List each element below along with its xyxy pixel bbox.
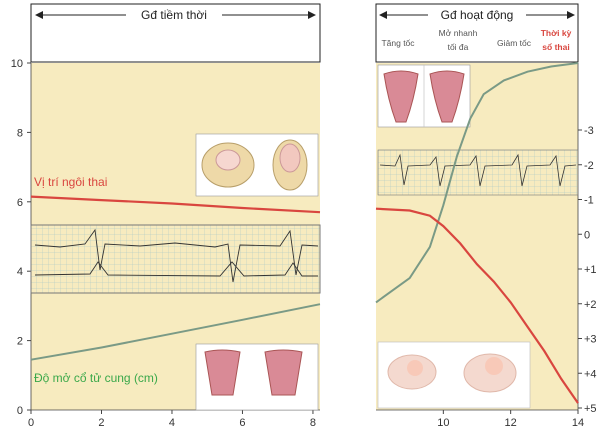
x-tick-label: 14 xyxy=(572,417,584,429)
x-tick-label: 2 xyxy=(98,417,104,429)
x-tick-label: 0 xyxy=(28,417,34,429)
station-tick-label: 0 xyxy=(584,229,590,241)
y-tick-label: 8 xyxy=(17,127,23,139)
y-tick-label: 6 xyxy=(17,197,23,209)
station-tick-label: +1 xyxy=(584,264,597,276)
x-tick-label: 12 xyxy=(505,417,517,429)
station-tick-label: +2 xyxy=(584,299,597,311)
x-tick-label: 8 xyxy=(310,417,316,429)
latent-x-axis: 0 2 4 6 8 xyxy=(28,409,320,429)
y-tick-label: 2 xyxy=(17,336,23,348)
station-tick-label: -2 xyxy=(584,160,594,172)
fetal-station-line xyxy=(30,195,321,214)
station-tick-label: +5 xyxy=(584,403,597,415)
active-station-line xyxy=(375,207,579,404)
y-tick-label: 0 xyxy=(17,405,23,417)
cervical-dilation-label: Độ mở cổ tử cung (cm) xyxy=(34,371,158,385)
fetal-descent-illustration xyxy=(377,341,531,409)
x-tick-label: 10 xyxy=(437,417,449,429)
station-tick-label: +3 xyxy=(584,334,597,346)
phase-label: Giảm tốc xyxy=(497,38,532,48)
station-tick-label: +4 xyxy=(584,368,597,380)
cardiotocography-trace xyxy=(30,224,321,294)
y-tick-label: 10 xyxy=(11,58,23,70)
x-tick-label: 6 xyxy=(239,417,245,429)
y-tick-label: 4 xyxy=(17,266,23,278)
active-dilation-line xyxy=(375,62,579,304)
station-tick-label: -1 xyxy=(584,195,594,207)
fetal-station-label: Vị trí ngôi thai xyxy=(34,175,107,189)
cervical-dilation-line xyxy=(30,303,321,361)
active-phase-title: Gđ hoạt động xyxy=(441,8,514,22)
cardiotocography-trace-active xyxy=(377,149,579,196)
x-tick-label: 4 xyxy=(169,417,175,429)
latent-y-axis: 0 2 4 6 8 10 xyxy=(11,58,32,417)
uterus-illustration xyxy=(377,64,471,128)
latent-phase-title: Gđ tiềm thời xyxy=(141,8,207,22)
cervix-illustration xyxy=(195,343,319,411)
pelvis-illustration xyxy=(195,133,319,197)
station-tick-label: -3 xyxy=(584,125,594,137)
phase-label: Tăng tốc xyxy=(381,38,415,48)
station-axis: -3 -2 -1 0 +1 +2 +3 +4 +5 xyxy=(577,63,597,415)
active-x-axis: 10 12 14 xyxy=(376,409,584,429)
